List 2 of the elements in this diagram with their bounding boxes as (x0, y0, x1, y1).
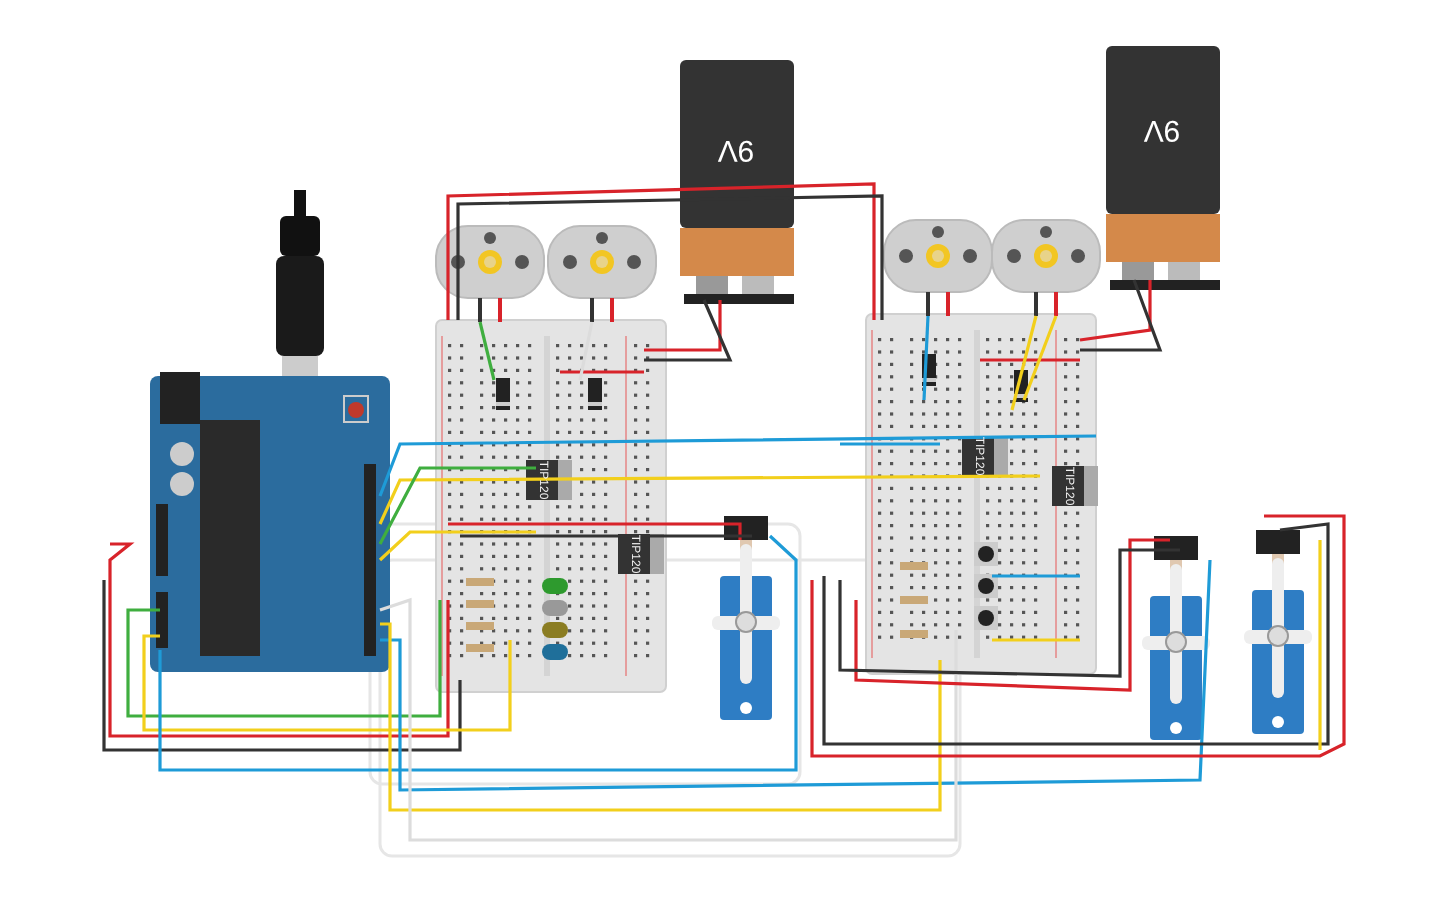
battery-voltage-label: 9V (1143, 115, 1181, 145)
battery-voltage-label: 9V (717, 135, 755, 165)
